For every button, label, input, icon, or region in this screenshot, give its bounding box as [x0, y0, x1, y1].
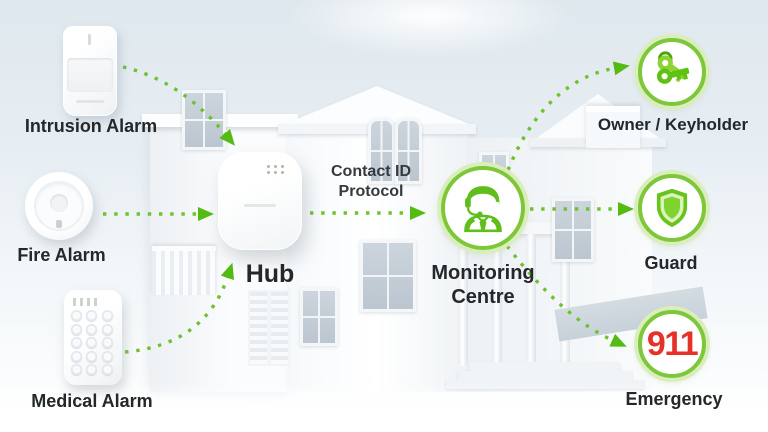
ground [0, 384, 768, 432]
keypad-button [101, 310, 113, 321]
hub-label: Hub [245, 260, 295, 288]
hub-led-indicators [267, 165, 286, 174]
cloud [290, 0, 570, 56]
porch-column [526, 234, 536, 366]
keypad-button [86, 323, 98, 335]
keys-icon [656, 51, 690, 84]
keypad-button [86, 364, 98, 376]
keypad-button [71, 323, 82, 335]
keypad-button [71, 337, 82, 349]
balcony-railing [152, 246, 216, 295]
led-dot [274, 165, 277, 168]
porch-column [492, 234, 502, 366]
protocol-line2: Protocol [338, 183, 404, 200]
detector-button [56, 220, 62, 228]
detector-center [50, 194, 68, 212]
keypad-button [86, 337, 98, 349]
monitoring-label-line1: Monitoring [431, 262, 535, 284]
led-dot [281, 165, 284, 168]
keypad-button [71, 364, 82, 376]
house-window [395, 118, 422, 184]
guard-node [638, 174, 706, 242]
house-window [360, 240, 416, 312]
emergency-node: 911 [638, 310, 706, 378]
keypad-button [101, 350, 113, 362]
house-window [368, 118, 395, 184]
led-dot [281, 170, 284, 174]
keypad-button [86, 310, 98, 321]
operator-headset-icon [464, 186, 502, 233]
owner-keyholder-label: Owner / Keyholder [597, 115, 749, 134]
house-shutter [248, 290, 269, 366]
house-window [552, 198, 594, 262]
led-dot [274, 170, 277, 174]
keypad-button [86, 350, 98, 362]
fire-alarm-label: Fire Alarm [17, 245, 106, 265]
house-steps [458, 371, 632, 380]
fire-alarm-device [25, 172, 93, 240]
hub-device [218, 152, 302, 250]
arrow-monitoring-to-emergency [505, 244, 627, 347]
house-shutter [269, 290, 290, 366]
shield-icon [656, 188, 688, 228]
monitoring-centre-node [441, 166, 525, 250]
porch-column [560, 234, 570, 366]
guard-label: Guard [644, 253, 698, 273]
porch-column [458, 234, 468, 366]
keypad-leds [73, 298, 99, 306]
keypad-button [71, 310, 82, 321]
keypad-button [101, 337, 113, 349]
keypad-buttons [71, 310, 115, 376]
medical-alarm-label: Medical Alarm [31, 391, 153, 411]
led-dot [267, 170, 270, 174]
emergency-label: Emergency [625, 389, 723, 409]
keypad-button [71, 350, 82, 362]
arrow-medical-to-hub [124, 262, 235, 354]
intrusion-alarm-device [63, 26, 117, 116]
protocol-caption: Contact ID Protocol [301, 162, 441, 202]
owner-keyholder-node [638, 38, 706, 106]
monitoring-label-line2: Centre [451, 286, 515, 309]
house-steps [470, 362, 620, 371]
arrow-intrusion-to-hub [122, 65, 235, 146]
medical-alarm-device [64, 290, 122, 385]
keypad-button [101, 323, 113, 335]
led-dot [267, 165, 270, 168]
keypad-button [101, 364, 113, 376]
911-badge: 911 [646, 325, 699, 363]
hub-brand-mark [244, 204, 276, 207]
house-window [300, 288, 338, 346]
sensor-lens [67, 58, 113, 92]
intrusion-alarm-label: Intrusion Alarm [24, 116, 158, 136]
monitoring-centre-label: Monitoring Centre [393, 261, 573, 310]
protocol-line1: Contact ID [331, 163, 411, 180]
sensor-brand-mark [76, 100, 104, 103]
balcony-railing [586, 106, 640, 148]
house-window [182, 90, 226, 150]
sensor-slot [88, 34, 91, 45]
